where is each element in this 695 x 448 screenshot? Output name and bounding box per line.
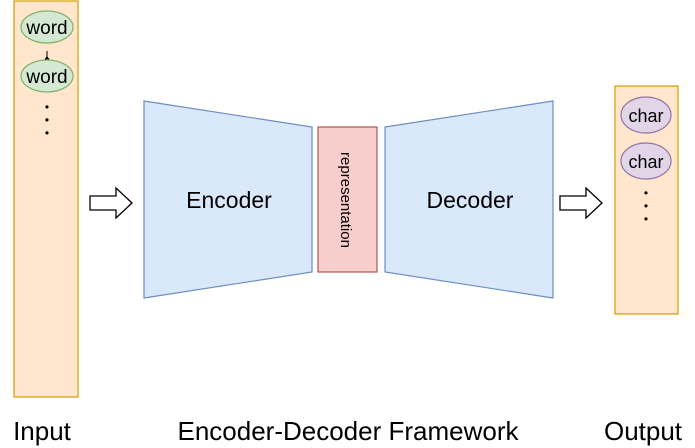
arrow-decoder-to-output	[559, 186, 603, 220]
output-char-token-1-label: char	[628, 106, 663, 126]
input-word-token-1-label: word	[25, 18, 67, 39]
decoder-block	[384, 100, 554, 299]
input-caption: Input	[13, 416, 72, 446]
output-char-token-2	[620, 142, 672, 180]
input-word-token-2-label: word	[25, 67, 67, 88]
output-ellipsis-dot-3: •	[644, 212, 648, 226]
output-caption: Output	[604, 416, 683, 446]
output-char-token-2-label: char	[628, 152, 663, 172]
output-ellipsis-dot-2: •	[644, 199, 648, 213]
encoder-block	[143, 100, 313, 299]
input-ellipsis-dot-2: •	[45, 113, 49, 127]
representation-block	[317, 126, 378, 273]
output-ellipsis-dot-1: •	[644, 186, 648, 200]
input-ellipsis-dot-3: •	[45, 126, 49, 140]
output-char-token-1	[620, 96, 672, 134]
decoder-label: Decoder	[427, 187, 514, 213]
input-connector-arrowhead	[44, 56, 50, 60]
framework-caption: Encoder-Decoder Framework	[177, 416, 519, 446]
representation-label: representation	[337, 152, 354, 248]
input-ellipsis-dot-1: •	[45, 100, 49, 114]
encoder-label: Encoder	[186, 187, 272, 213]
input-word-token-2	[20, 59, 74, 93]
arrow-input-to-encoder	[89, 186, 133, 220]
input-word-token-1	[20, 10, 74, 44]
